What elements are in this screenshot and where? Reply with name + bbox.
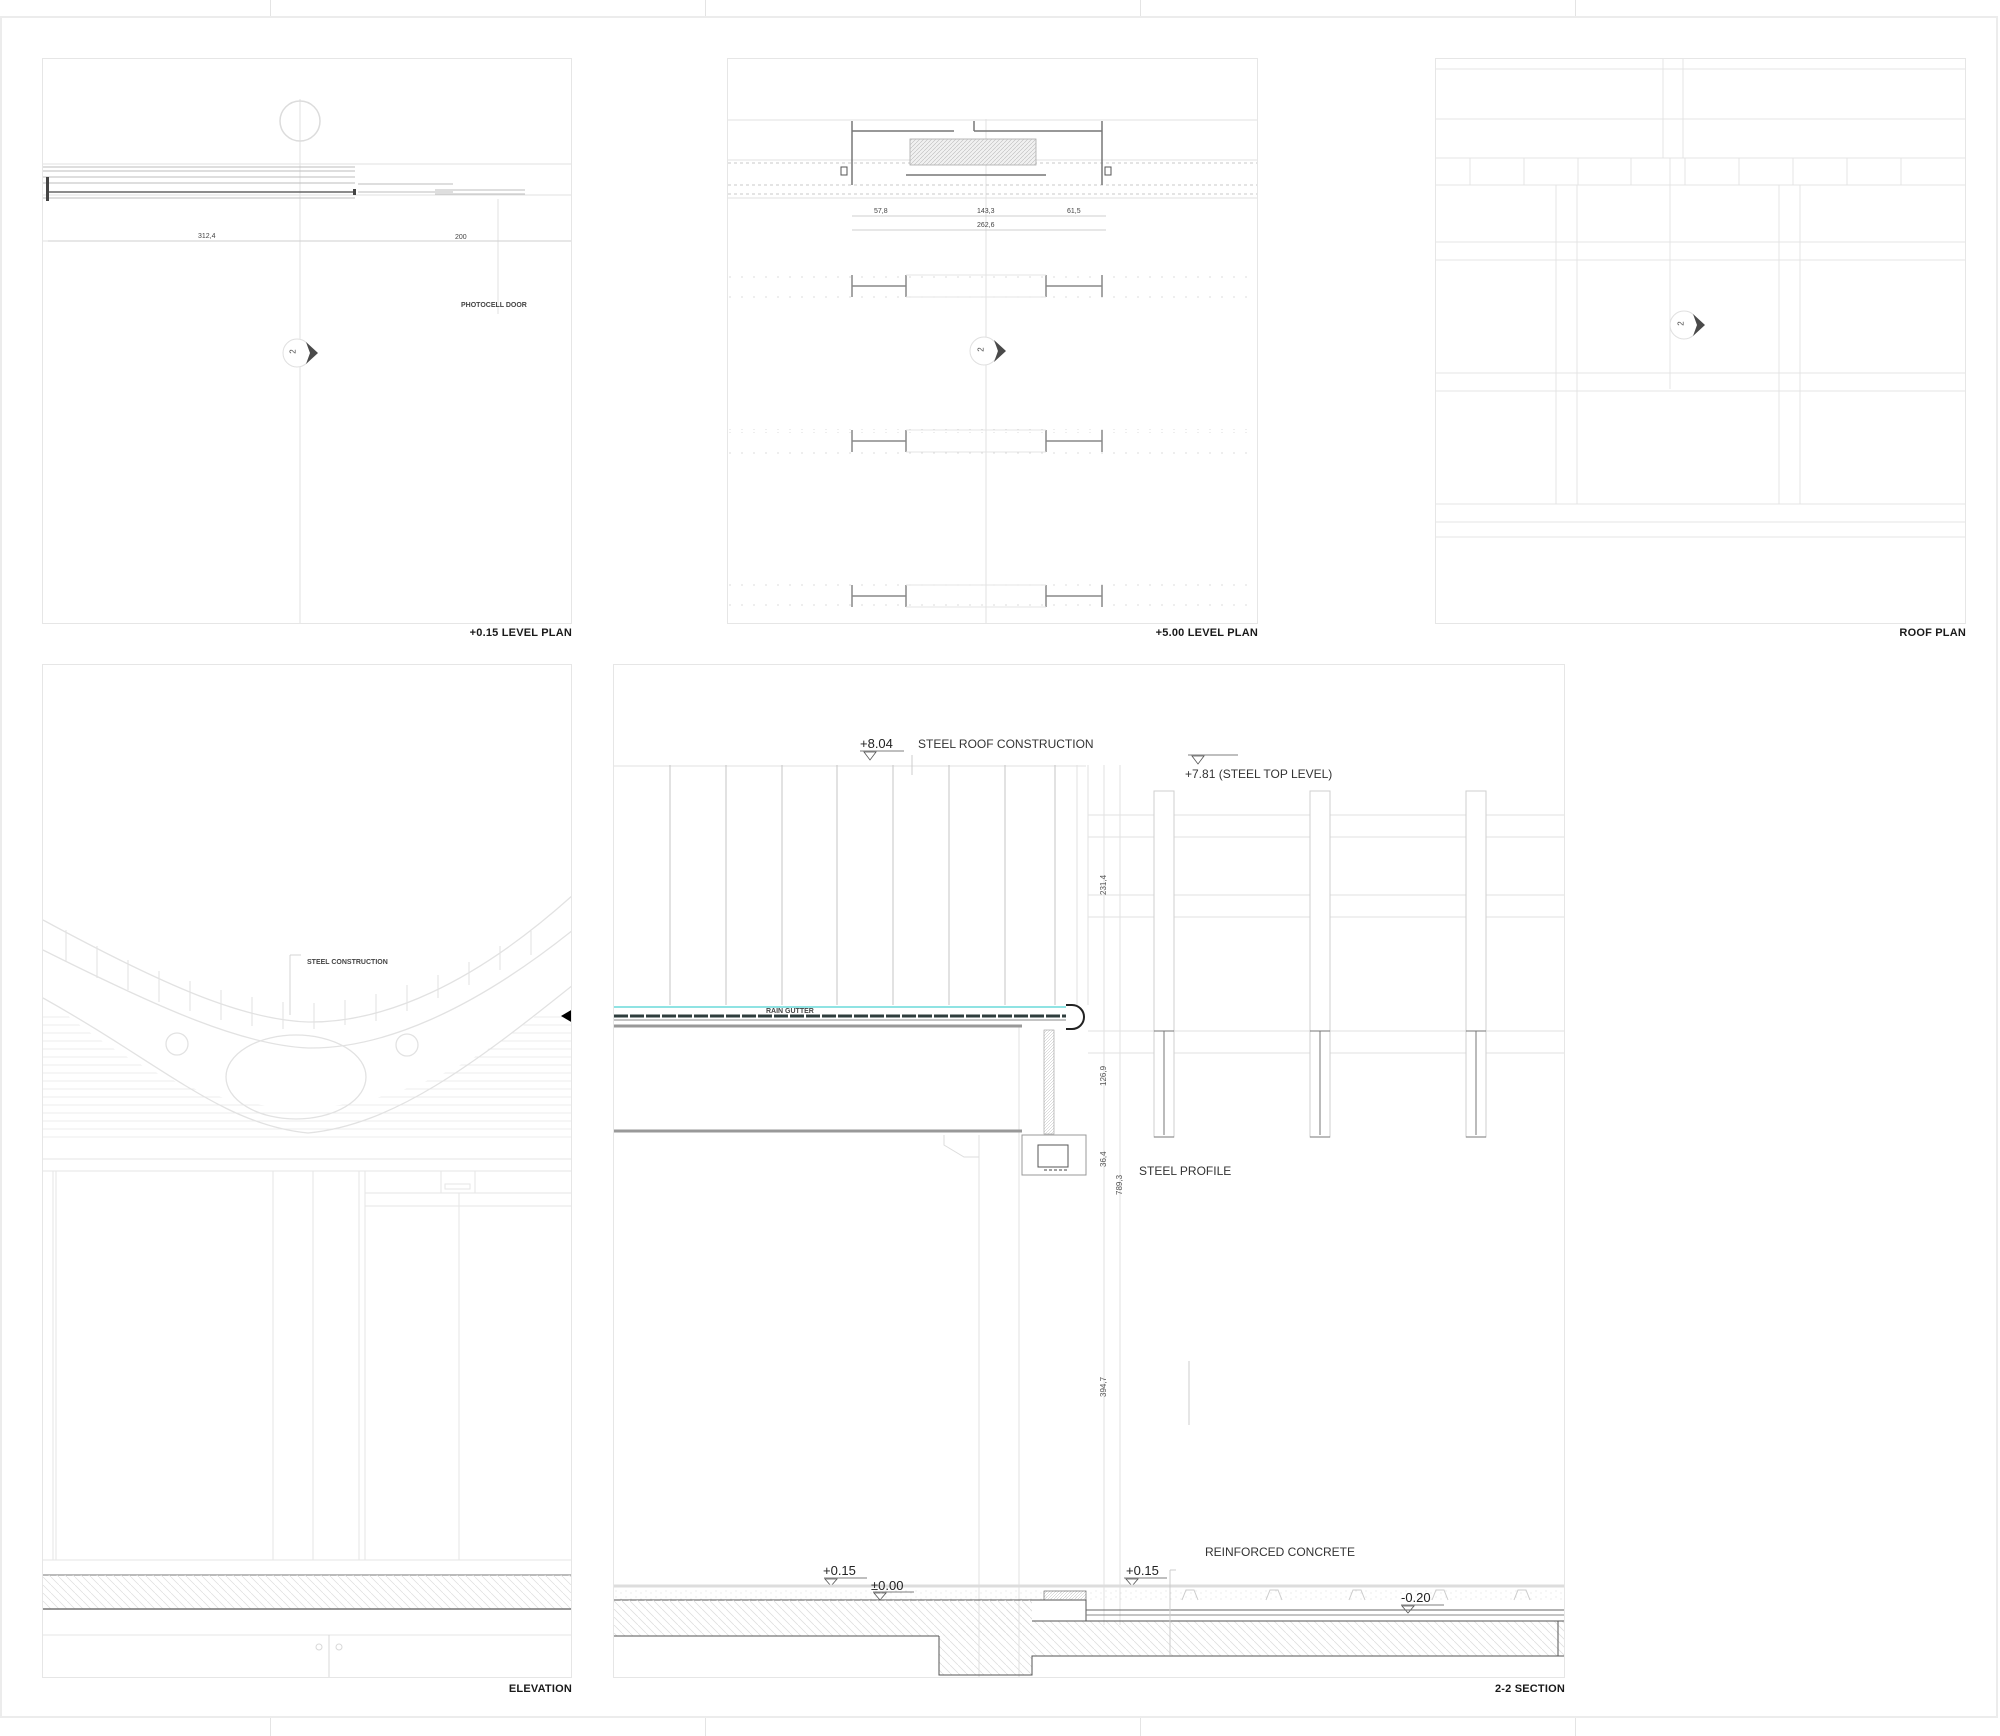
dimension-label-vertical: 394,7 — [1099, 1376, 1108, 1397]
bottom-tick — [1575, 1718, 1576, 1736]
level-015-plan-panel: 312,4 200 PHOTOCELL DOOR 2 — [42, 58, 572, 624]
section-arrow-icon — [561, 1010, 571, 1022]
bottom-tick — [270, 1718, 271, 1736]
section-2-2-panel: +8.04 STEEL ROOF CONSTRUCTION +7.81 (STE… — [613, 664, 1565, 1678]
top-tick — [705, 0, 706, 16]
panel-title: +5.00 LEVEL PLAN — [1155, 627, 1258, 639]
section-marker-number: 2 — [288, 349, 298, 354]
top-tick — [1575, 0, 1576, 16]
dimension-label-vertical: 36,4 — [1099, 1151, 1108, 1167]
panel-title: ROOF PLAN — [1899, 627, 1966, 639]
steel-construction-label: STEEL CONSTRUCTION — [307, 959, 388, 966]
level-marker-steel-top: +7.81 (STEEL TOP LEVEL) — [1185, 767, 1333, 781]
dimension-label-vertical: 789,3 — [1115, 1174, 1124, 1195]
level-marker-floor-left: +0.15 — [823, 1563, 856, 1578]
section-arrow-icon — [1693, 314, 1705, 336]
roof-plan-drawing — [1436, 59, 1965, 538]
section-arrow-icon — [306, 342, 318, 364]
elevation-drawing — [43, 895, 571, 1677]
steel-profile-label: STEEL PROFILE — [1139, 1164, 1232, 1178]
rain-gutter-label: RAIN GUTTER — [766, 1008, 814, 1015]
elevation-panel: STEEL CONSTRUCTION — [42, 664, 572, 1678]
section-2-2-drawing — [614, 750, 1564, 1677]
section-marker-number: 2 — [976, 347, 986, 352]
dimension-label: 143,3 — [977, 208, 995, 215]
panel-title: 2-2 SECTION — [1494, 1683, 1565, 1695]
dimension-label: 262,6 — [977, 222, 995, 229]
panel-title: +0.15 LEVEL PLAN — [469, 627, 572, 639]
bottom-tick — [1140, 1718, 1141, 1736]
roof-plan-panel: 2 — [1435, 58, 1966, 624]
steel-roof-construction-label: STEEL ROOF CONSTRUCTION — [918, 737, 1094, 751]
level-marker-zero: ±0.00 — [871, 1578, 904, 1593]
dimension-label: 57,8 — [874, 208, 888, 215]
section-marker-number: 2 — [1676, 321, 1686, 326]
dimension-label: 200 — [455, 234, 467, 241]
dimension-label-vertical: 126,9 — [1099, 1065, 1108, 1086]
level-marker-slab: -0.20 — [1401, 1590, 1431, 1605]
sheet-frame — [0, 16, 1998, 1718]
bottom-tick — [705, 1718, 706, 1736]
dimension-label: 312,4 — [198, 233, 216, 240]
photocell-door-label: PHOTOCELL DOOR — [461, 302, 527, 309]
level-marker-roof: +8.04 — [860, 736, 893, 751]
level-500-plan-panel: 57,8 143,3 61,5 262,6 2 — [727, 58, 1258, 624]
top-tick — [1140, 0, 1141, 16]
section-arrow-icon — [994, 340, 1006, 362]
panel-title: ELEVATION — [508, 1683, 572, 1695]
level-500-plan-drawing — [728, 119, 1257, 623]
level-marker-floor-right: +0.15 — [1126, 1563, 1159, 1578]
top-tick — [270, 0, 271, 16]
level-015-plan-drawing — [43, 99, 571, 623]
reinforced-concrete-label: REINFORCED CONCRETE — [1205, 1545, 1356, 1559]
dimension-label-vertical: 231,4 — [1099, 874, 1108, 895]
dimension-label: 61,5 — [1067, 208, 1081, 215]
